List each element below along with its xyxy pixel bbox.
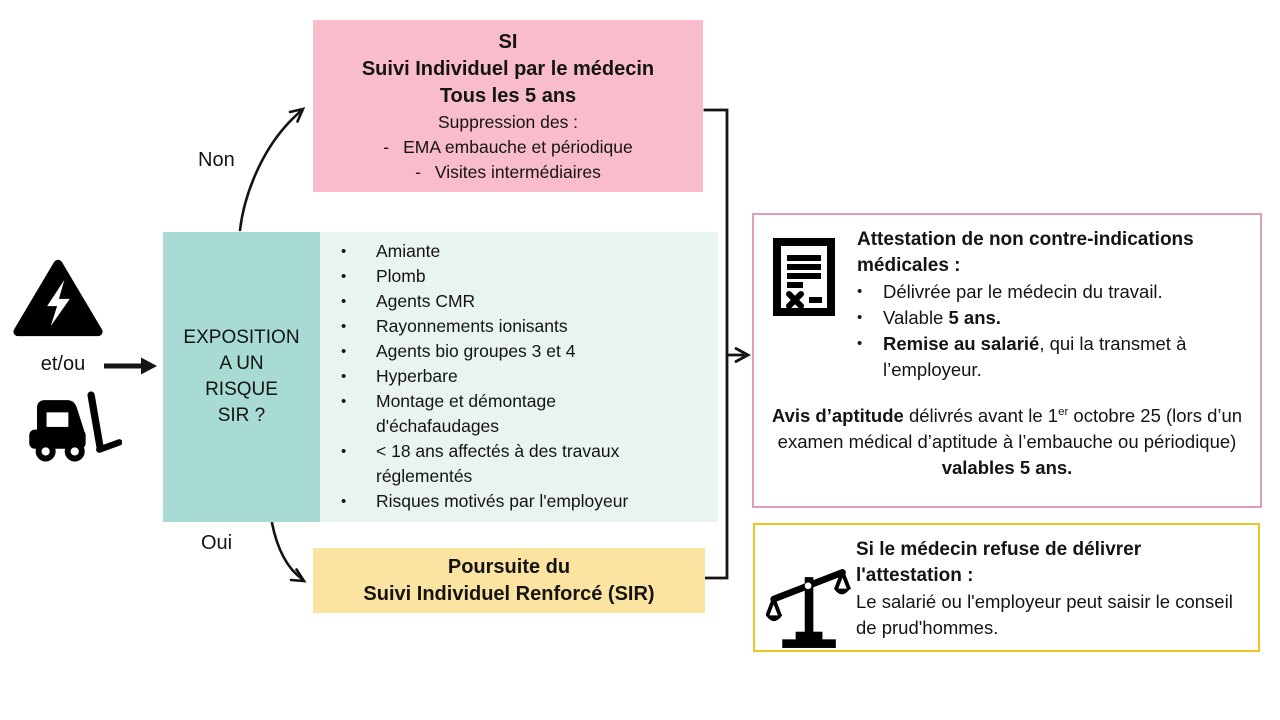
- decision-line: SIR ?: [217, 405, 266, 426]
- list-item-text: Montage et démontage d'échafaudages: [376, 391, 556, 436]
- si-title-line: SI: [498, 31, 518, 53]
- bullet-icon: •: [857, 283, 863, 300]
- branch-label-oui: Oui: [201, 532, 233, 554]
- bullet-icon: •: [341, 243, 347, 260]
- refusal-content: Si le médecin refuse de délivrer l'attes…: [856, 537, 1248, 641]
- sir-line: Suivi Individuel Renforcé (SIR): [363, 582, 655, 605]
- list-item-text: < 18 ans affectés à des travaux réglemen…: [376, 441, 620, 486]
- refusal-box: Si le médecin refuse de délivrer l'attes…: [753, 523, 1260, 652]
- forklift-icon: [29, 391, 122, 462]
- si-item: -Visites intermédiaires: [313, 160, 703, 185]
- refusal-body: Le salarié ou l'employeur peut saisir le…: [856, 591, 1233, 638]
- risk-list-box: • Amiante • Plomb • Agents CMR • Rayonnement…: [320, 232, 718, 522]
- list-item: • Agents bio groupes 3 et 4: [341, 339, 718, 364]
- list-item: • < 18 ans affectés à des travaux régleme…: [341, 439, 718, 489]
- list-item-text: Délivrée par le médecin du travail.: [883, 281, 1163, 302]
- list-item-text: Agents bio groupes 3 et 4: [376, 341, 576, 361]
- decision-line: RISQUE: [205, 379, 278, 400]
- list-item-text: Rayonnements ionisants: [376, 316, 568, 336]
- decision-line: EXPOSITION: [183, 327, 300, 348]
- branch-label-non: Non: [198, 149, 235, 171]
- sir-box: Poursuite du Suivi Individuel Renforcé (…: [313, 548, 705, 613]
- superscript-er: er: [1058, 406, 1069, 418]
- decision-box-exposition-risque-sir: EXPOSITION A UN RISQUE SIR ?: [163, 232, 320, 522]
- list-item: • Remise au salarié, qui la transmet à l…: [857, 331, 1248, 383]
- decision-line: A UN: [219, 353, 264, 374]
- dash-icon: -: [383, 137, 390, 157]
- electrical-hazard-icon: [13, 259, 103, 337]
- attestation-title: Attestation de non contre-indications mé…: [857, 227, 1248, 279]
- non-arrow: [238, 107, 306, 232]
- list-item-text: Agents CMR: [376, 291, 476, 311]
- bullet-icon: •: [341, 318, 347, 335]
- list-item-text: Valable 5 ans.: [883, 307, 1001, 328]
- etou-arrow: [104, 357, 157, 375]
- and-or-label: et/ou: [40, 353, 86, 375]
- certificate-icon: [773, 238, 835, 316]
- list-item: • Délivrée par le médecin du travail.: [857, 279, 1248, 305]
- justice-scales-icon: [766, 569, 852, 648]
- list-item: • Hyperbare: [341, 364, 718, 389]
- bullet-icon: •: [341, 343, 347, 360]
- list-item-text: Plomb: [376, 266, 426, 286]
- si-box: SI Suivi Individuel par le médecin Tous …: [313, 20, 703, 192]
- dash-icon: -: [415, 162, 421, 182]
- list-item: • Amiante: [341, 239, 718, 264]
- attestation-title-line: Attestation de non contre-indications: [857, 229, 1194, 250]
- si-title-line: Suivi Individuel par le médecin: [361, 58, 655, 80]
- list-item: • Risques motivés par l'employeur: [341, 489, 718, 514]
- si-title-line: Tous les 5 ans: [439, 85, 577, 107]
- si-subtitle: Suppression des :: [437, 112, 579, 132]
- si-item: -EMA embauche et périodique: [313, 135, 703, 160]
- bullet-icon: •: [341, 368, 347, 385]
- bullet-icon: •: [341, 268, 347, 285]
- bullet-icon: •: [857, 309, 863, 326]
- list-item: • Rayonnements ionisants: [341, 314, 718, 339]
- refusal-title: Si le médecin refuse de délivrer l'attes…: [856, 539, 1142, 586]
- list-item-text: Amiante: [376, 241, 441, 261]
- oui-arrow: [270, 521, 307, 583]
- attestation-box: Attestation de non contre-indications mé…: [752, 213, 1262, 508]
- attestation-title-line: médicales :: [857, 255, 961, 276]
- sir-line: Poursuite du: [447, 555, 571, 578]
- list-item: • Plomb: [341, 264, 718, 289]
- si-item-text: EMA embauche et périodique: [403, 137, 633, 157]
- aptitude-note: Avis d’aptitude délivrés avant le 1er oc…: [771, 405, 1243, 479]
- list-item: • Valable 5 ans.: [857, 305, 1248, 331]
- list-item: • Agents CMR: [341, 289, 718, 314]
- bullet-icon: •: [341, 493, 347, 510]
- bullet-icon: •: [341, 443, 347, 460]
- list-item-text: Remise au salarié, qui la transmet à l’e…: [883, 333, 1187, 380]
- bullet-icon: •: [341, 293, 347, 310]
- bullet-icon: •: [857, 335, 863, 352]
- list-item-text: Risques motivés par l'employeur: [376, 491, 629, 511]
- si-item-text: Visites intermédiaires: [434, 162, 601, 182]
- attestation-content: Attestation de non contre-indications mé…: [857, 227, 1248, 383]
- bullet-icon: •: [341, 393, 347, 410]
- list-item-text: Hyperbare: [376, 366, 458, 386]
- list-item: • Montage et démontage d'échafaudages: [341, 389, 718, 439]
